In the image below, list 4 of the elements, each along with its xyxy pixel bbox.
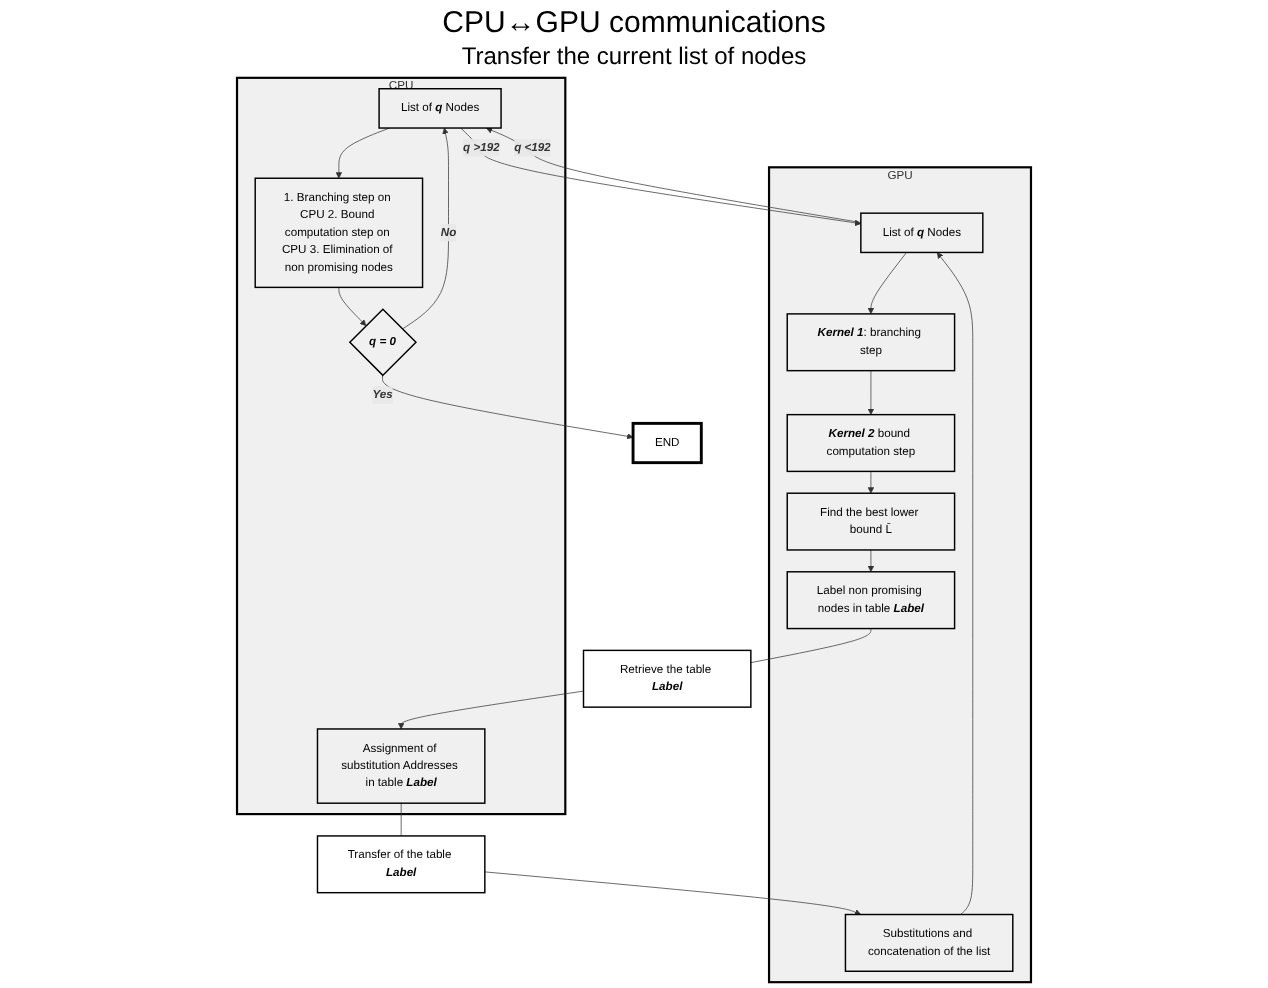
note-text: Transfer the current list of nodes (461, 42, 807, 70)
connector (400, 802, 402, 837)
connector (750, 628, 872, 663)
diagram-title: CPU↔GPU communications (442, 6, 826, 40)
